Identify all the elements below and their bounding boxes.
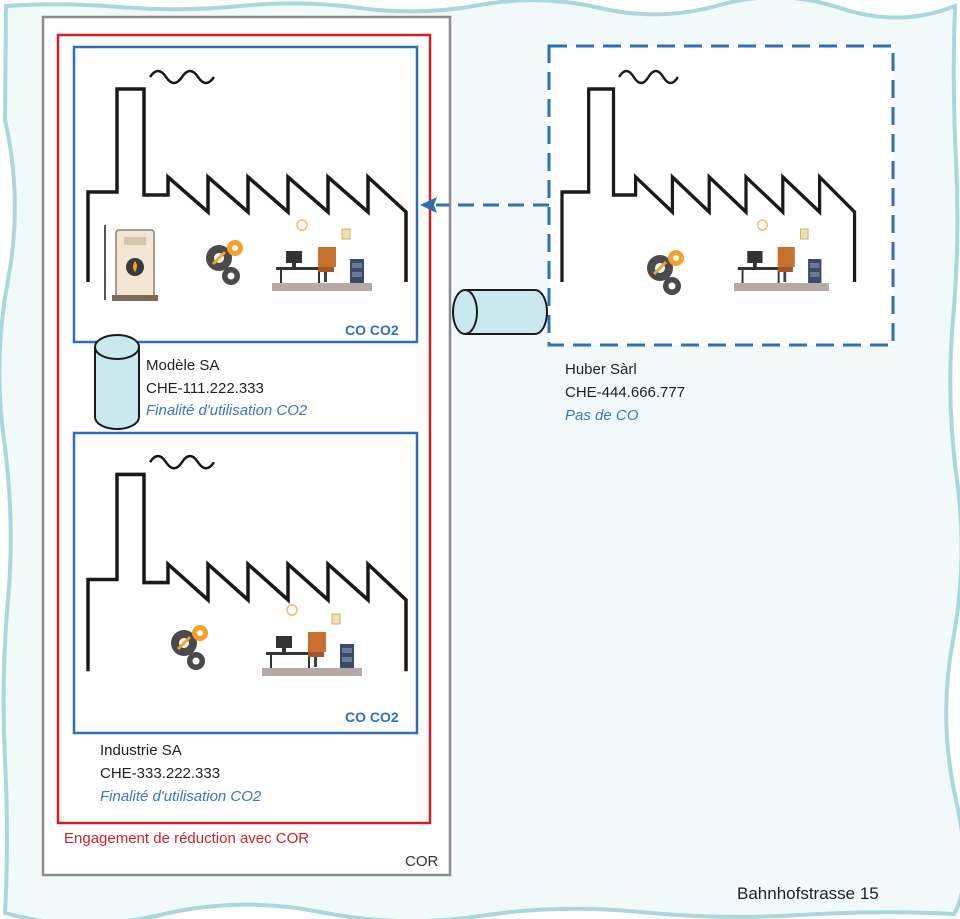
pipe-icon	[94, 334, 140, 430]
company-uid-huber: CHE-444.666.777	[565, 384, 686, 401]
company-purpose-modele: Finalité d'utilisation CO2	[146, 402, 308, 419]
company-name-industrie: Industrie SA	[100, 742, 182, 759]
company-uid-industrie: CHE-333.222.333	[100, 765, 221, 782]
site-address: Bahnhofstrasse 15	[737, 884, 879, 903]
cor-label: COR	[405, 853, 439, 870]
arrow-left-icon	[420, 197, 437, 213]
company-uid-modele: CHE-111.222.333	[146, 380, 264, 397]
company-purpose-industrie: Finalité d'utilisation CO2	[100, 788, 262, 805]
company-tag-industrie: CO CO2	[345, 709, 399, 725]
company-name-modele: Modèle SA	[146, 357, 220, 374]
boiler-icon	[104, 225, 158, 301]
reduction-commitment-boundary	[56, 33, 432, 825]
company-status-huber: Pas de CO	[565, 407, 639, 424]
company-name-huber: Huber Sàrl	[565, 361, 637, 378]
reduction-commitment-label: Engagement de réduction avec COR	[64, 830, 310, 847]
pipe-icon	[452, 289, 548, 335]
company-tag-modele: CO CO2	[345, 322, 399, 338]
